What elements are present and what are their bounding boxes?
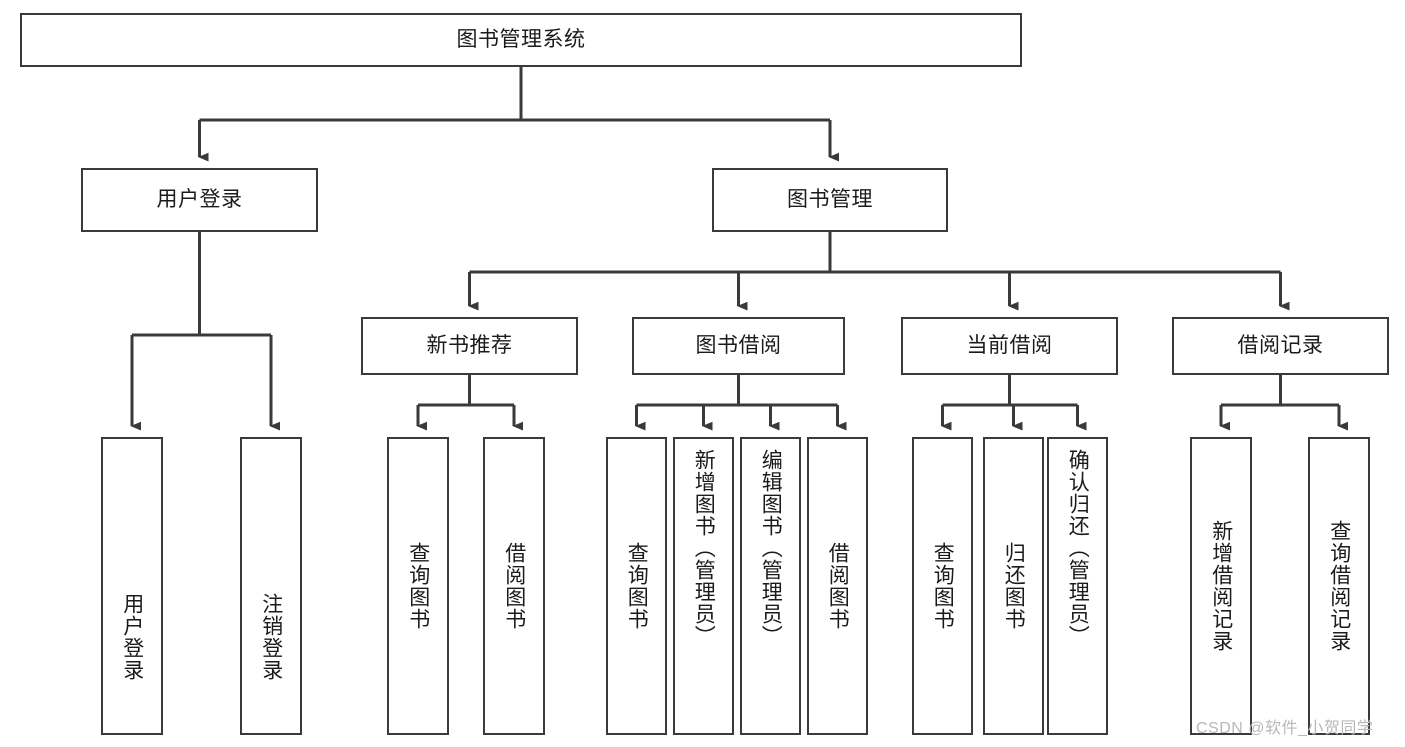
- node-label-book-manage: 图书管理: [787, 187, 873, 211]
- tree-connectors: [130, 67, 1339, 426]
- node-label-current-borrow: 当前借阅: [966, 333, 1053, 357]
- node-label-leaf-confirm-return: 确认归还（管理员）: [1066, 449, 1090, 647]
- node-label-leaf-query-book-3: 查询图书: [931, 542, 955, 630]
- node-label-leaf-return-book: 归还图书: [1002, 542, 1026, 630]
- node-label-leaf-add-book: 新增图书（管理员）: [692, 449, 716, 647]
- node-leaf-add-record[interactable]: 新增借阅记录: [1190, 437, 1252, 735]
- node-leaf-query-book-1[interactable]: 查询图书: [387, 437, 449, 735]
- node-label-leaf-query-record: 查询借阅记录: [1327, 520, 1351, 652]
- node-leaf-edit-book[interactable]: 编辑图书（管理员）: [740, 437, 801, 735]
- node-leaf-borrow-book-2[interactable]: 借阅图书: [807, 437, 868, 735]
- node-label-book-borrow: 图书借阅: [695, 333, 782, 357]
- node-label-leaf-logout: 注销登录: [259, 593, 283, 681]
- node-root[interactable]: 图书管理系统: [20, 13, 1022, 67]
- node-user-login[interactable]: 用户登录: [81, 168, 318, 232]
- node-label-root: 图书管理系统: [456, 27, 586, 51]
- node-label-leaf-borrow-book-1: 借阅图书: [502, 542, 526, 630]
- node-leaf-borrow-book-1[interactable]: 借阅图书: [483, 437, 545, 735]
- node-label-new-book-rec: 新书推荐: [426, 333, 513, 357]
- node-book-borrow[interactable]: 图书借阅: [632, 317, 845, 375]
- node-leaf-logout[interactable]: 注销登录: [240, 437, 302, 735]
- node-label-leaf-edit-book: 编辑图书（管理员）: [759, 449, 783, 647]
- node-label-user-login: 用户登录: [156, 187, 243, 211]
- node-leaf-return-book[interactable]: 归还图书: [983, 437, 1044, 735]
- node-borrow-record[interactable]: 借阅记录: [1172, 317, 1389, 375]
- node-leaf-query-book-2[interactable]: 查询图书: [606, 437, 667, 735]
- node-label-leaf-borrow-book-2: 借阅图书: [826, 542, 850, 630]
- node-label-leaf-query-book-1: 查询图书: [406, 542, 430, 630]
- node-new-book-rec[interactable]: 新书推荐: [361, 317, 578, 375]
- node-label-leaf-query-book-2: 查询图书: [625, 542, 649, 630]
- node-leaf-query-record[interactable]: 查询借阅记录: [1308, 437, 1370, 735]
- node-leaf-user-login[interactable]: 用户登录: [101, 437, 163, 735]
- node-leaf-query-book-3[interactable]: 查询图书: [912, 437, 973, 735]
- node-label-leaf-user-login: 用户登录: [120, 593, 144, 681]
- node-label-borrow-record: 借阅记录: [1237, 333, 1324, 357]
- node-current-borrow[interactable]: 当前借阅: [901, 317, 1118, 375]
- node-leaf-add-book[interactable]: 新增图书（管理员）: [673, 437, 734, 735]
- node-leaf-confirm-return[interactable]: 确认归还（管理员）: [1047, 437, 1108, 735]
- node-book-manage[interactable]: 图书管理: [712, 168, 948, 232]
- node-label-leaf-add-record: 新增借阅记录: [1209, 520, 1233, 652]
